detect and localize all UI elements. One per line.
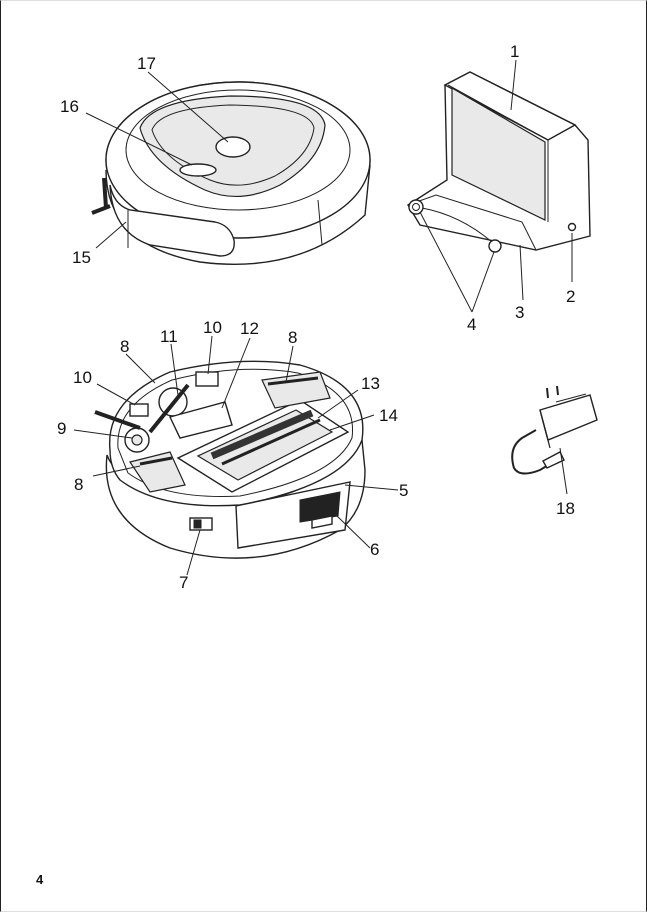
robot-bottom-view	[73, 335, 399, 576]
callout-8-bottom: 8	[74, 475, 83, 494]
callout-7: 7	[179, 573, 188, 592]
page-number: 4	[36, 872, 44, 887]
callout-13: 13	[361, 374, 380, 393]
callout-8-top-left: 8	[120, 337, 129, 356]
robot-top-view	[85, 71, 371, 265]
callout-2: 2	[566, 287, 575, 306]
callout-14: 14	[379, 406, 398, 425]
charger-adapter	[511, 385, 598, 495]
callout-1: 1	[510, 42, 519, 61]
callout-15: 15	[72, 248, 91, 267]
callout-11: 11	[160, 327, 178, 346]
callout-5: 5	[399, 481, 408, 500]
callout-18: 18	[556, 499, 575, 518]
callout-10-left: 10	[73, 368, 92, 387]
callout-8-top-right: 8	[288, 328, 297, 347]
callout-3: 3	[515, 303, 524, 322]
callout-10-top: 10	[203, 318, 222, 337]
callout-6: 6	[370, 540, 379, 559]
callout-12: 12	[240, 319, 259, 338]
callout-9: 9	[57, 419, 66, 438]
callout-4: 4	[467, 315, 476, 334]
callout-17: 17	[137, 54, 156, 73]
callout-16: 16	[60, 97, 79, 116]
docking-station	[407, 59, 591, 313]
